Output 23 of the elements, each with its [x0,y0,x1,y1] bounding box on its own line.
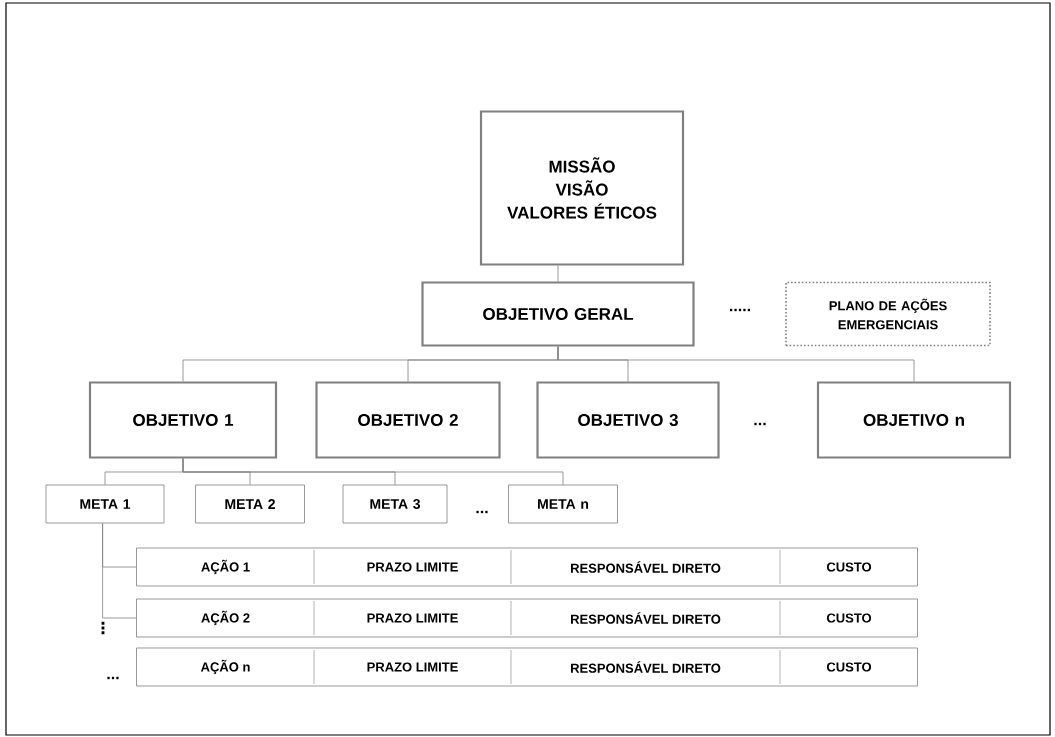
process-box: OBJETIVO 3 [536,381,720,459]
dotted-box: PLANO DE AÇÕES EMERGENCIAIS [785,281,991,347]
table-row: AÇÃO 1 PRAZO LIMITE RESPONSÁVEL DIRETO CUSTO [136,547,918,587]
connector-line [557,265,559,282]
process-box: OBJETIVO 1 [88,381,278,459]
process-box: OBJETIVO n [816,381,1012,459]
process-box: OBJETIVO GERAL [421,281,695,347]
ellipsis: ... [107,676,119,680]
table-row: AÇÃO n PRAZO LIMITE RESPONSÁVEL DIRETO CUSTO [136,647,918,687]
process-box: META n [508,484,618,524]
ellipsis: ..... [730,308,751,312]
ellipsis: ... [754,422,766,426]
process-box: OBJETIVO 2 [315,381,501,459]
ellipsis: ⋮ [101,621,105,635]
connector-line [102,523,137,619]
process-box: META 3 [342,484,448,524]
process-box: META 2 [195,484,305,524]
ellipsis: ... [476,510,488,514]
connector-line [557,346,915,382]
connector-line [182,458,564,485]
process-box: META 1 [45,484,165,524]
process-box: MISSÃO VISÃO VALORES ÉTICOS [479,110,685,266]
table-row: AÇÃO 2 PRAZO LIMITE RESPONSÁVEL DIRETO CUSTO [136,598,918,638]
